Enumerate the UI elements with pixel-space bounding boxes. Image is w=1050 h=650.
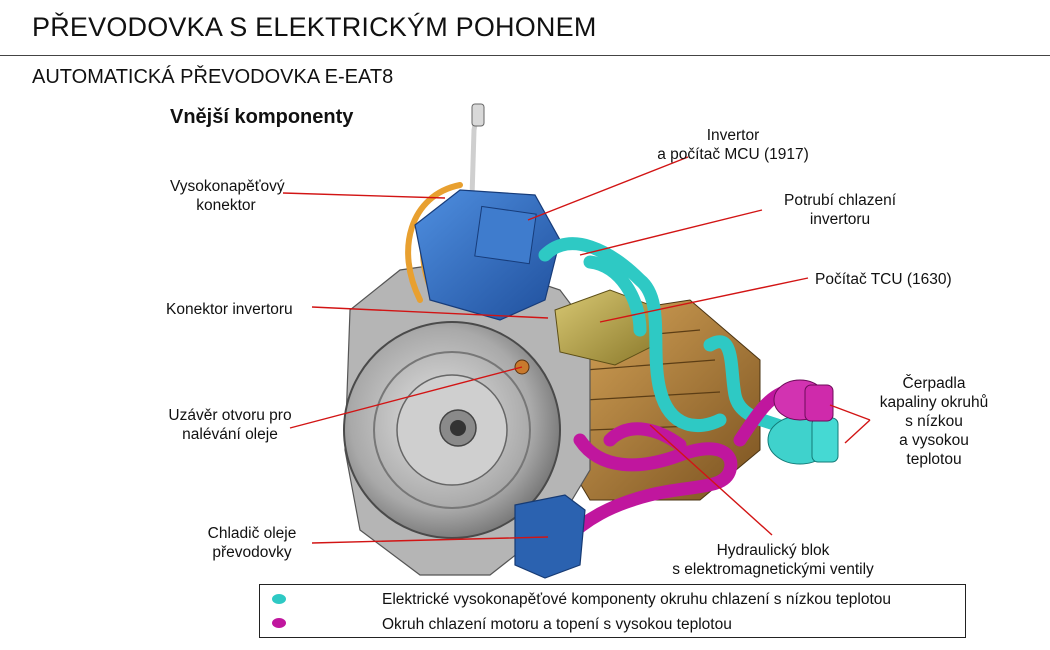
legend-dot-high-temp [272, 618, 286, 628]
leader-inverter-connector [311, 306, 549, 319]
high-temp-pump [773, 379, 834, 422]
low-temp-pump [767, 415, 839, 465]
legend-dot-low-temp [272, 594, 286, 604]
leader-pump-2 [844, 419, 871, 444]
leader-inverter [527, 156, 689, 221]
vent-cap [471, 103, 485, 127]
label-tcu: Počítač TCU (1630) [815, 271, 952, 288]
page-subtitle: AUTOMATICKÁ PŘEVODOVKA E-EAT8 [32, 66, 394, 88]
leader-inverter-cooling [579, 209, 763, 256]
page-title: PŘEVODOVKA S ELEKTRICKÝM POHONEM [32, 12, 597, 42]
label-inverter-connector: Konektor invertoru [166, 301, 293, 318]
leader-oil-filler [289, 366, 523, 429]
leader-oil-cooler [311, 536, 549, 544]
title-divider [0, 55, 1050, 56]
inverter-body [414, 189, 561, 321]
leader-pump-1 [829, 404, 871, 421]
legend-text-low-temp: Elektrické vysokonapěťové komponenty okr… [382, 591, 891, 608]
section-title: Vnější komponenty [170, 106, 354, 128]
leader-lines [282, 156, 871, 544]
leader-hydraulic-block [649, 424, 773, 536]
leader-hv-connector [282, 192, 446, 199]
legend-text-high-temp: Okruh chlazení motoru a topení s vysokou… [382, 616, 732, 633]
oil-cooler-body [514, 494, 586, 579]
low-temp-piping [538, 237, 797, 437]
legend: Elektrické vysokonapěťové komponenty okr… [259, 584, 966, 638]
leader-tcu [599, 277, 809, 323]
